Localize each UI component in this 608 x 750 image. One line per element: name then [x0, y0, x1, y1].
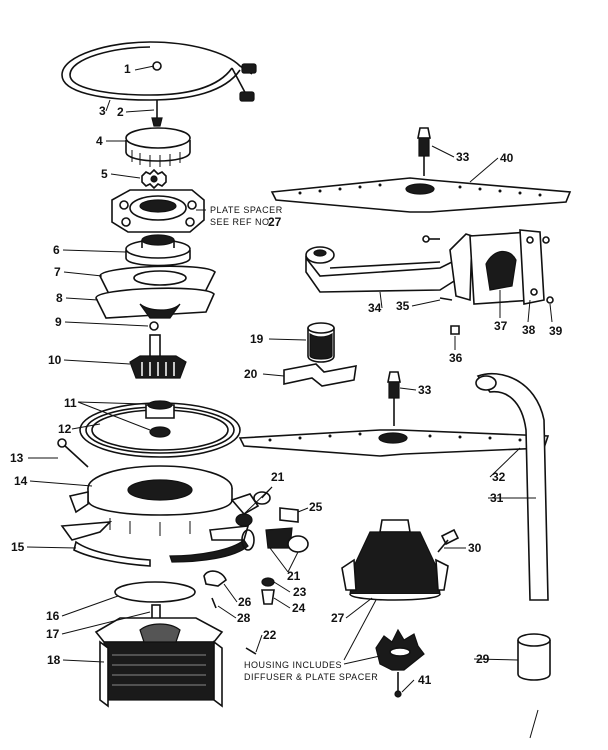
- pump-body-housing-part: [341, 519, 449, 601]
- housing-note: HOUSING INCLUDES DIFFUSER & PLATE SPACER: [244, 660, 378, 682]
- lower-nozzle-part: [387, 371, 401, 426]
- housing-note-line1: HOUSING INCLUDES: [244, 660, 342, 670]
- callout-c30: 30: [468, 541, 482, 555]
- callout-c6: 6: [53, 243, 60, 257]
- callout-c41: 41: [418, 673, 432, 687]
- callout-c13: 13: [10, 451, 24, 465]
- callout-c36: 36: [449, 351, 463, 365]
- bolt-part: [57, 438, 89, 468]
- callout-c21a: 21: [271, 470, 285, 484]
- callout-c26: 26: [238, 595, 252, 609]
- callout-c1: 1: [124, 62, 131, 76]
- bracket-screws-part: [422, 235, 554, 335]
- callout-c27: 27: [331, 611, 345, 625]
- edge-mark: [529, 709, 539, 739]
- callout-c40: 40: [500, 151, 514, 165]
- upper-spray-arm-part: [270, 177, 572, 213]
- housing-note-line2: DIFFUSER & PLATE SPACER: [244, 672, 378, 682]
- callout-c38: 38: [522, 323, 536, 337]
- callout-c2: 2: [117, 105, 124, 119]
- callout-c33a: 33: [456, 150, 470, 164]
- callout-c19: 19: [250, 332, 264, 346]
- callout-c34: 34: [368, 301, 382, 315]
- cap-part: [125, 127, 191, 167]
- small-parts-cluster: [203, 491, 309, 655]
- callout-c29: 29: [476, 652, 490, 666]
- plates-part: [95, 265, 216, 319]
- callout-c17: 17: [46, 627, 60, 641]
- callout-c23: 23: [293, 585, 307, 599]
- plate-spacer-note-line2: SEE REF NO: [210, 217, 270, 227]
- callout-c10: 10: [48, 353, 62, 367]
- support-arm-part: [305, 233, 473, 302]
- callout-c28: 28: [237, 611, 251, 625]
- callout-c33b: 33: [418, 383, 432, 397]
- callout-c7: 7: [54, 265, 61, 279]
- callout-c31: 31: [490, 491, 504, 505]
- plate-spacer-note-line1: PLATE SPACER: [210, 205, 283, 215]
- callout-c11: 11: [64, 396, 77, 410]
- callout-c5: 5: [101, 167, 108, 181]
- diffuser-screw-part: [394, 672, 402, 698]
- plate-spacer-note-ref: 27: [268, 215, 282, 229]
- callout-c32: 32: [492, 470, 506, 484]
- callout-c18: 18: [47, 653, 61, 667]
- center-screw-part: [151, 61, 163, 127]
- callout-c15: 15: [11, 540, 25, 554]
- pad-part: [283, 363, 357, 387]
- callout-labels: 1234567891011121314151617181920212122232…: [10, 62, 563, 687]
- housing-screw-part: [437, 528, 460, 553]
- callout-c20: 20: [244, 367, 258, 381]
- diffuser-disc-part: [114, 581, 196, 603]
- lower-impeller-part: [129, 334, 187, 379]
- callout-c4: 4: [96, 134, 103, 148]
- small-gear-part: [141, 168, 167, 190]
- washer-part: [149, 321, 159, 331]
- callout-c37: 37: [494, 319, 508, 333]
- callout-c22: 22: [263, 628, 277, 642]
- fill-tube-part: [475, 372, 549, 601]
- callout-c16: 16: [46, 609, 60, 623]
- callout-c8: 8: [56, 291, 63, 305]
- collar-part: [125, 234, 191, 267]
- pump-housing-part: [68, 465, 233, 536]
- callout-c35: 35: [396, 299, 410, 313]
- lower-spray-arm-part: [238, 429, 550, 457]
- callout-c21b: 21: [287, 569, 301, 583]
- filter-part: [307, 322, 335, 363]
- callout-c14: 14: [14, 474, 28, 488]
- plate-spacer-part: [111, 189, 205, 233]
- coupling-part: [517, 633, 551, 681]
- upper-nozzle-part: [417, 127, 431, 176]
- plate-spacer-note: PLATE SPACER SEE REF NO 27: [210, 205, 283, 229]
- motor-part: [94, 604, 224, 708]
- callout-c25: 25: [309, 500, 323, 514]
- callout-c3: 3: [99, 104, 106, 118]
- heating-element-part: [61, 41, 257, 102]
- diffuser-part: [375, 628, 425, 671]
- callout-c39: 39: [549, 324, 563, 338]
- callout-c9: 9: [55, 315, 62, 329]
- leader-lines: [26, 65, 553, 693]
- bracket-part: [469, 229, 545, 305]
- callout-c12: 12: [58, 422, 72, 436]
- lower-housing-part: [60, 521, 250, 567]
- pump-ring-part: [79, 400, 241, 458]
- callout-c24: 24: [292, 601, 306, 615]
